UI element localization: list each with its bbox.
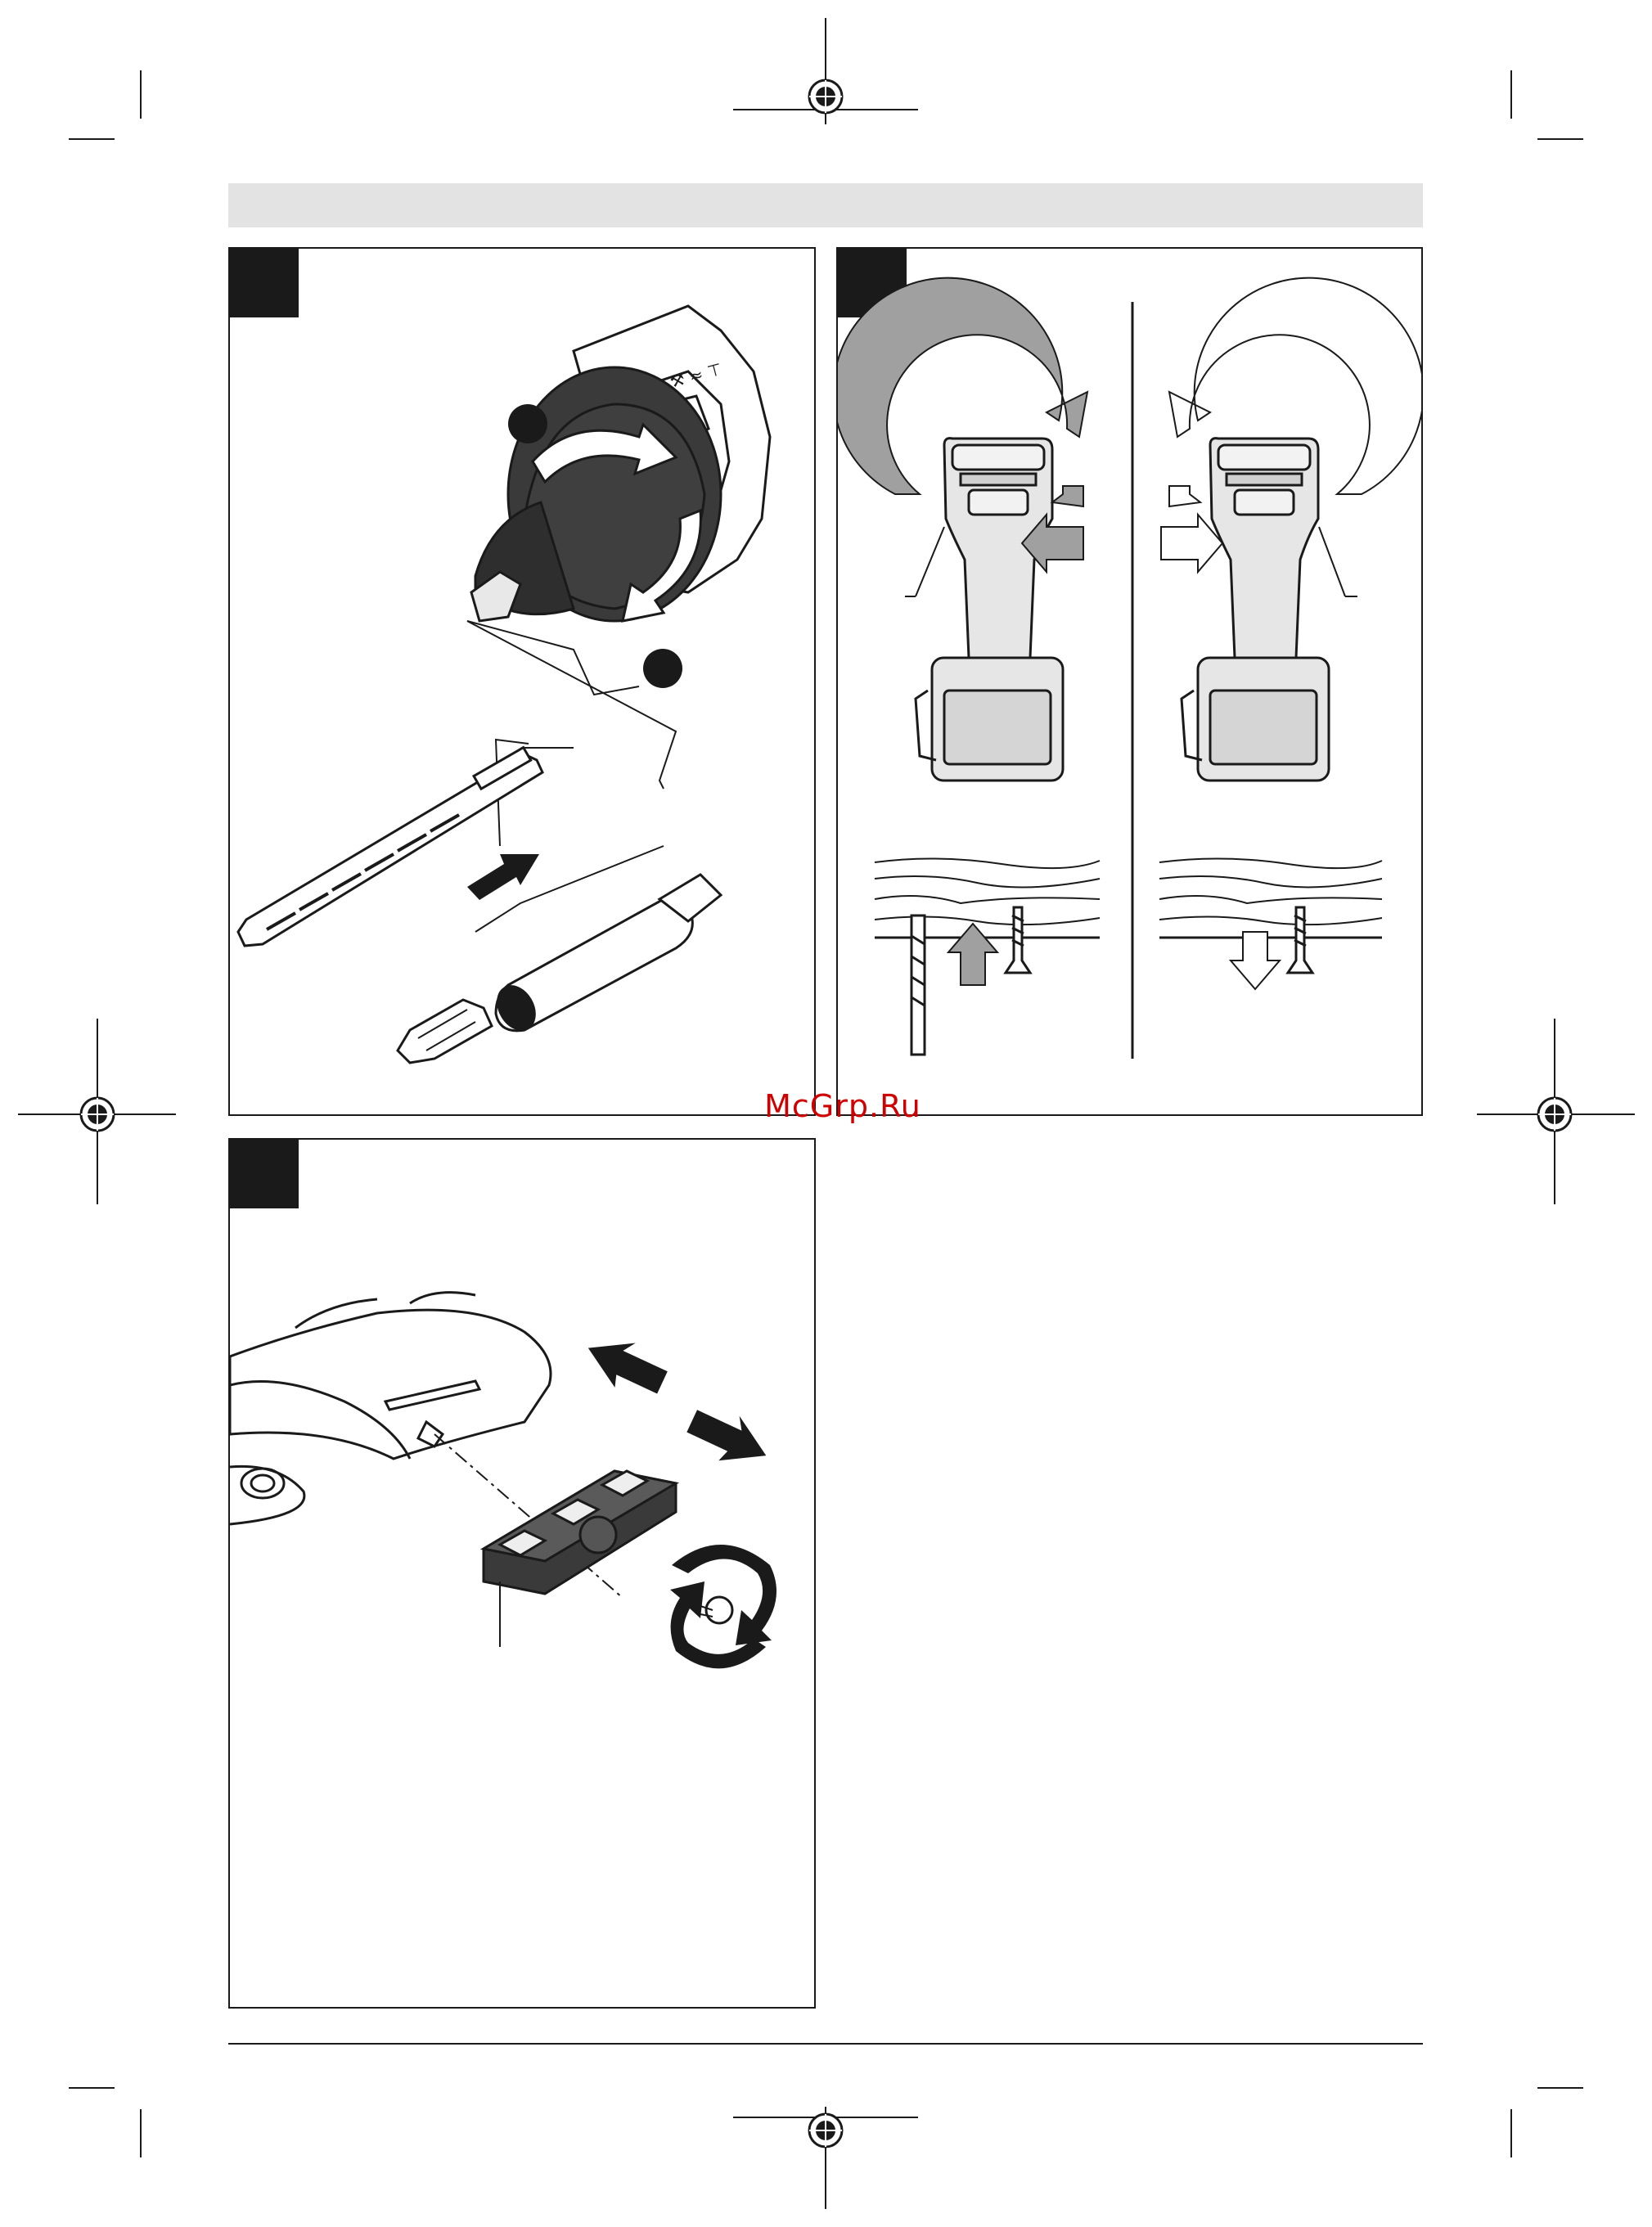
- figure-panel-bit-clip: [228, 1138, 816, 2009]
- slide-out-arrow-icon: [682, 1399, 776, 1478]
- registration-target-top: [809, 80, 842, 113]
- battery-housing: [230, 1293, 551, 1524]
- screwdriver-bit: [398, 1000, 492, 1063]
- insert-arrow-icon: [467, 854, 539, 900]
- clip-screw: [700, 1597, 732, 1623]
- footer-rule: [228, 2043, 1423, 2045]
- registration-target-bottom: [809, 2114, 842, 2147]
- wood-board-left: [875, 858, 1100, 938]
- bit-clip-illustration: [230, 1140, 814, 2007]
- bit-holder: [491, 875, 721, 1036]
- drill-silhouette-left: [916, 439, 1063, 781]
- up-arrow-icon: [948, 924, 997, 985]
- drill-silhouette-right: [1182, 439, 1329, 781]
- figure-panel-chuck: ⚒ ≈ ⊤: [228, 247, 816, 1116]
- switch-push-arrow-left-2: [1052, 486, 1083, 506]
- chuck-illustration: ⚒ ≈ ⊤: [230, 249, 814, 1114]
- drill-bit-left: [912, 916, 925, 1055]
- screw-left: [1006, 907, 1030, 973]
- down-arrow-icon: [1231, 932, 1280, 989]
- watermark: McGrp.Ru: [720, 1088, 966, 1124]
- wood-board-right: [1159, 858, 1382, 938]
- slide-in-arrow-icon: [578, 1325, 673, 1405]
- rotation-illustration: [838, 249, 1421, 1114]
- header-bar: [228, 183, 1423, 227]
- chuck-sleeve: [471, 367, 721, 621]
- bit-storage-clip: [484, 1471, 676, 1594]
- registration-target-right: [1538, 1098, 1571, 1131]
- callout-dot-2: [643, 649, 682, 688]
- drill-bit: [238, 748, 542, 946]
- registration-target-left: [81, 1098, 114, 1131]
- screw-right: [1288, 907, 1312, 973]
- switch-push-arrow-right-2: [1169, 486, 1200, 506]
- callout-dot-1: [508, 404, 547, 443]
- figure-panel-rotation: [836, 247, 1423, 1116]
